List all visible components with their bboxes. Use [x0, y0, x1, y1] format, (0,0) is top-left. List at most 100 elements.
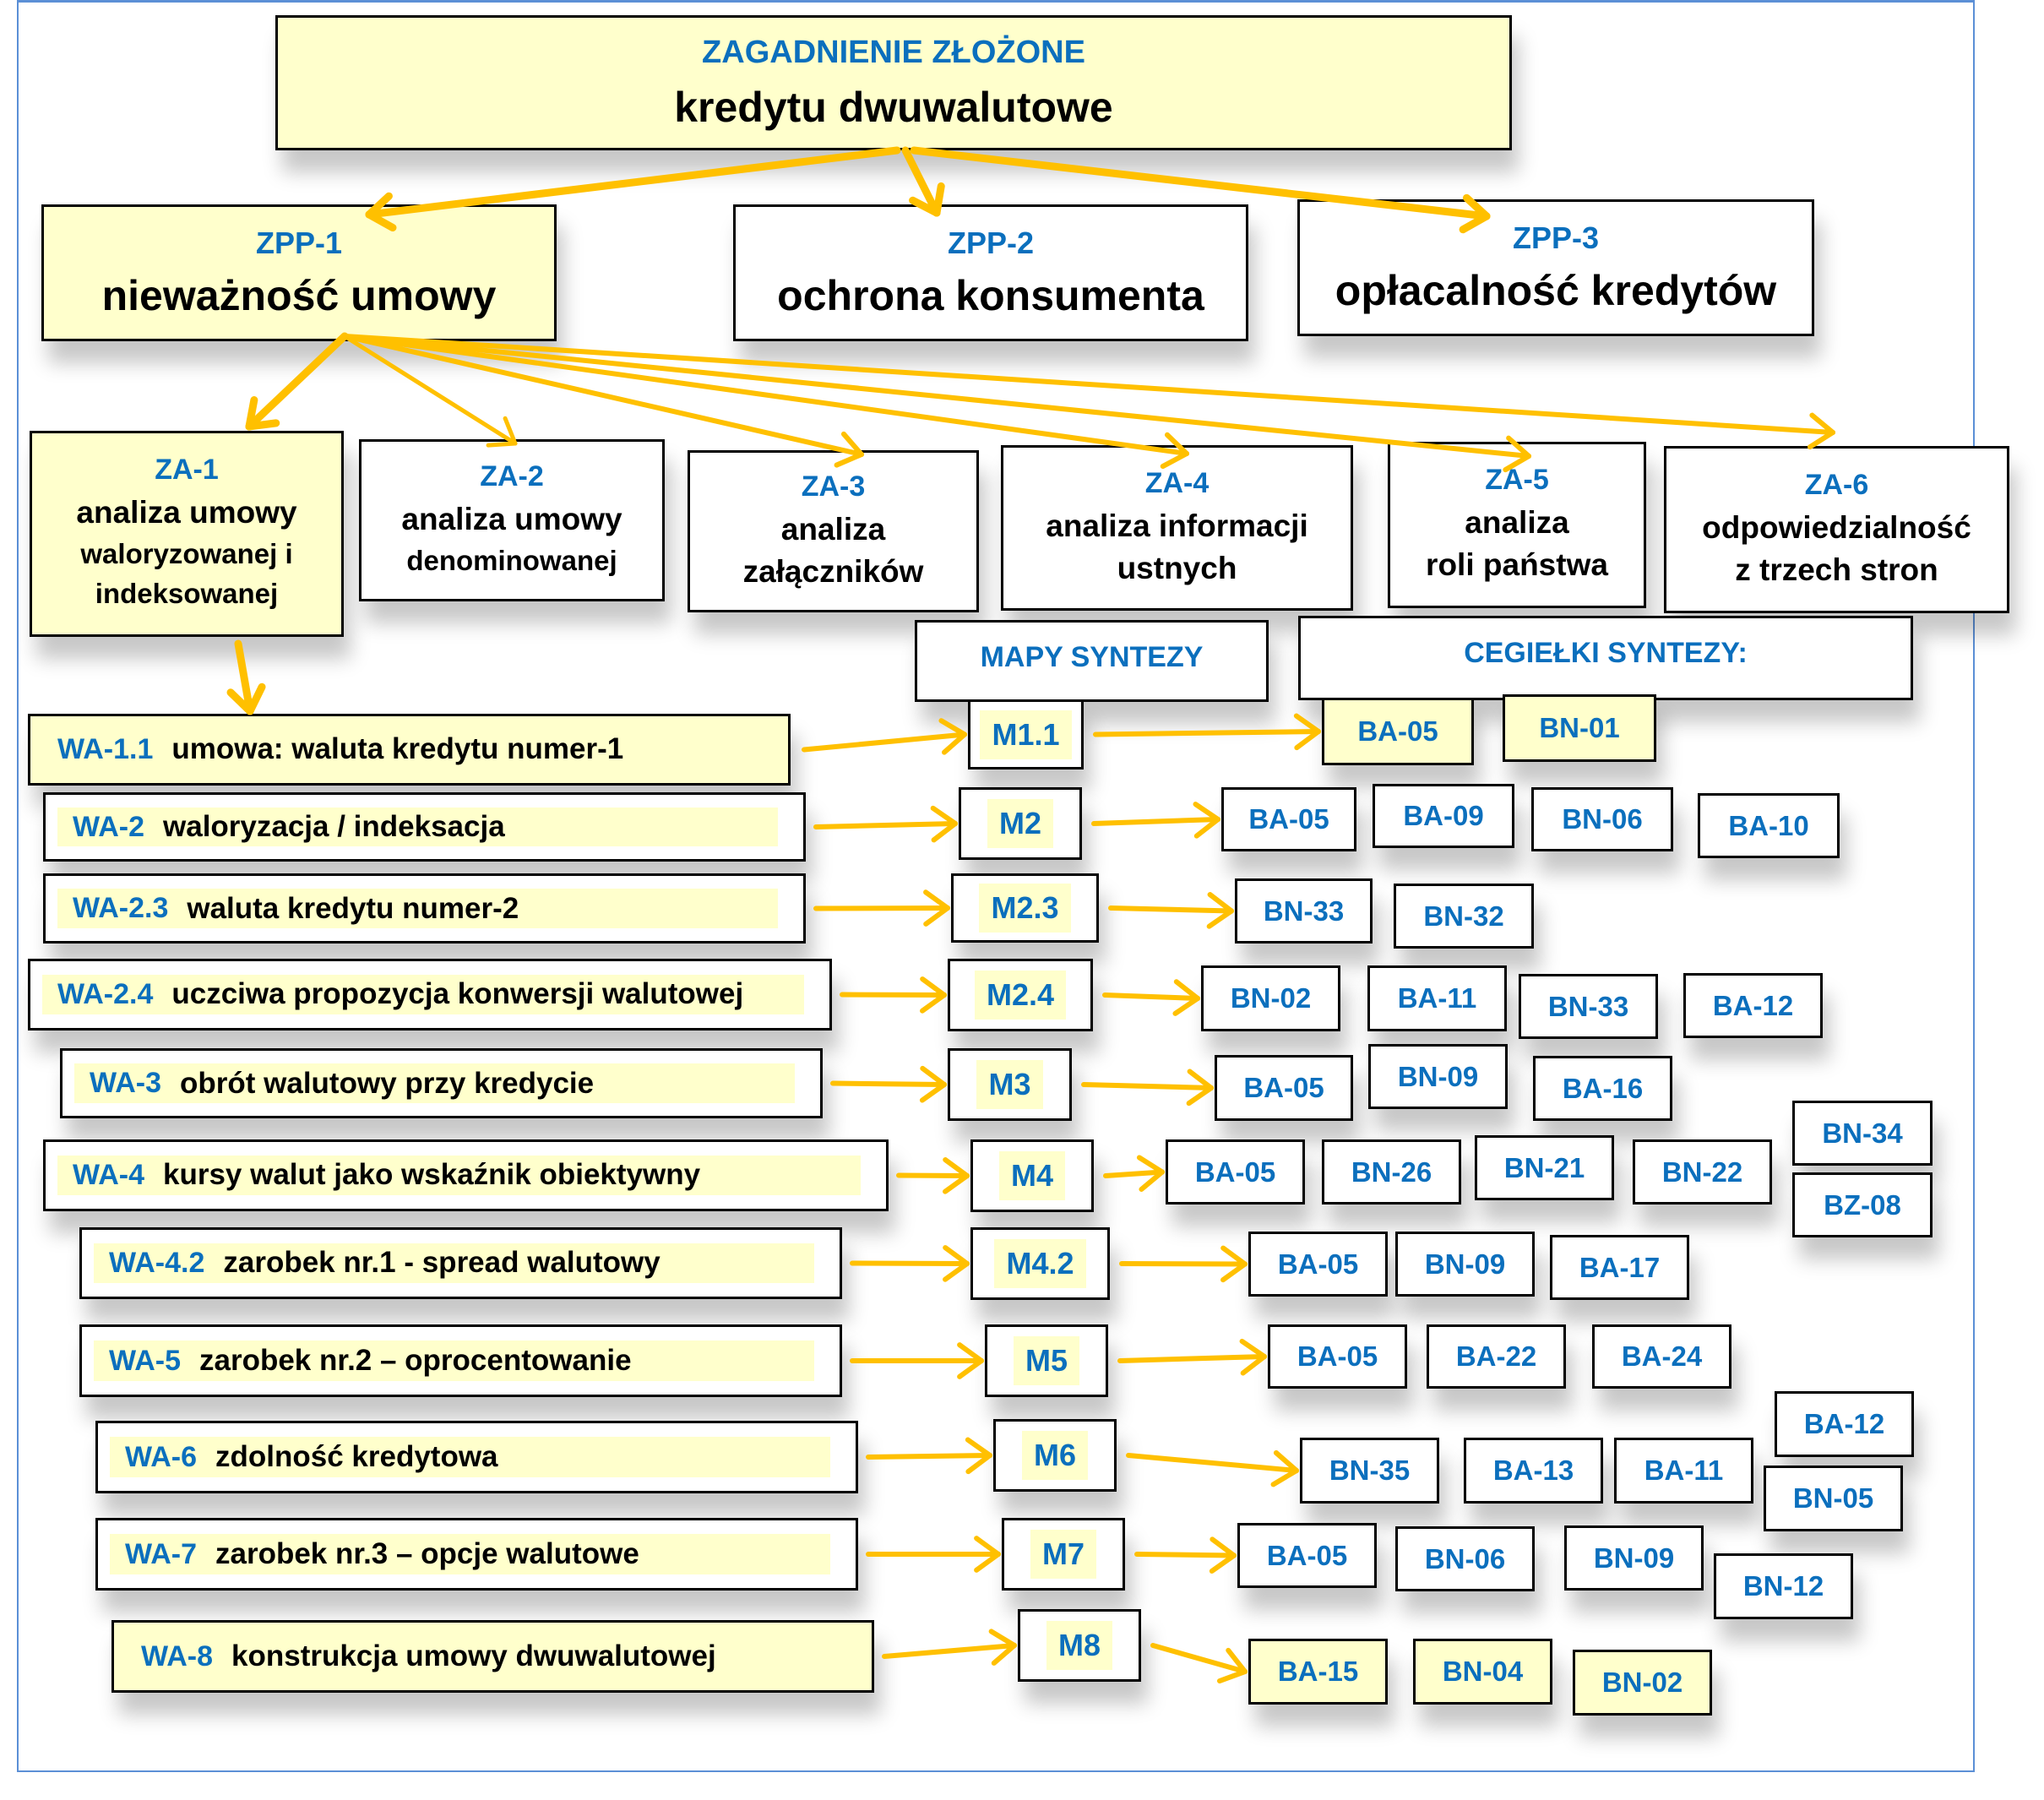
map-node[interactable]: M1.1	[968, 699, 1084, 769]
map-node[interactable]: M4	[970, 1139, 1094, 1212]
map-node[interactable]: M5	[985, 1324, 1108, 1397]
maps-header-label: MAPY SYNTEZY	[980, 641, 1204, 673]
brick-node[interactable]: BN-35	[1300, 1438, 1439, 1504]
brick-code: BN-33	[1263, 895, 1345, 927]
brick-node[interactable]: BN-06	[1531, 787, 1673, 851]
za-node-6[interactable]: ZA-6 odpowiedzialność z trzech stron	[1664, 446, 2009, 613]
brick-node[interactable]: BA-11	[1367, 965, 1507, 1031]
za-node-2[interactable]: ZA-2 analiza umowy denominowanej	[359, 439, 665, 601]
brick-code: BA-05	[1297, 1340, 1378, 1372]
zpp-node-3[interactable]: ZPP-3 opłacalność kredytów	[1297, 199, 1814, 336]
brick-node[interactable]: BA-05	[1268, 1324, 1407, 1389]
map-node[interactable]: M8	[1018, 1609, 1141, 1682]
brick-node[interactable]: BZ-08	[1792, 1172, 1933, 1237]
brick-node[interactable]: BA-05	[1215, 1055, 1353, 1121]
brick-node[interactable]: BN-06	[1395, 1526, 1535, 1591]
wa-code: WA-4	[73, 1158, 144, 1191]
za-node-4[interactable]: ZA-4 analiza informacji ustnych	[1001, 445, 1353, 611]
wa-code: WA-2.4	[57, 977, 154, 1010]
brick-node[interactable]: BN-34	[1792, 1101, 1933, 1166]
wa-node[interactable]: WA-4 kursy walut jako wskaźnik obiektywny	[43, 1139, 889, 1211]
brick-code: BA-12	[1803, 1408, 1885, 1439]
brick-node[interactable]: BN-21	[1475, 1135, 1614, 1200]
brick-node[interactable]: BA-22	[1427, 1324, 1566, 1389]
map-node[interactable]: M7	[1002, 1518, 1125, 1591]
brick-node[interactable]: BN-32	[1394, 884, 1534, 949]
brick-node[interactable]: BN-12	[1714, 1553, 1853, 1619]
brick-node[interactable]: BA-15	[1248, 1639, 1388, 1705]
brick-node[interactable]: BN-05	[1764, 1466, 1903, 1531]
brick-node[interactable]: BA-05	[1237, 1523, 1377, 1588]
wa-code: WA-5	[109, 1344, 181, 1377]
za-node-3[interactable]: ZA-3 analiza załączników	[688, 450, 979, 612]
wa-code: WA-7	[125, 1537, 197, 1570]
brick-node[interactable]: BA-05	[1322, 698, 1474, 765]
map-node[interactable]: M2	[959, 787, 1082, 860]
wa-title: konstrukcja umowy dwuwalutowej	[231, 1640, 716, 1672]
map-code: M6	[1033, 1438, 1076, 1472]
brick-node[interactable]: BN-09	[1564, 1525, 1704, 1591]
map-node[interactable]: M6	[993, 1419, 1117, 1492]
brick-node[interactable]: BA-10	[1698, 793, 1840, 858]
brick-node[interactable]: BA-24	[1592, 1324, 1731, 1389]
zpp-node-2[interactable]: ZPP-2 ochrona konsumenta	[733, 204, 1248, 341]
root-title: kredytu dwuwalutowe	[674, 83, 1113, 131]
brick-code: BN-02	[1601, 1667, 1683, 1698]
brick-node[interactable]: BN-02	[1573, 1650, 1712, 1716]
brick-node[interactable]: BN-09	[1395, 1232, 1535, 1297]
map-node[interactable]: M2.4	[948, 959, 1093, 1031]
brick-node[interactable]: BA-05	[1221, 787, 1356, 851]
map-code: M2.4	[986, 977, 1055, 1012]
brick-code: BA-11	[1644, 1455, 1724, 1486]
brick-code: BA-22	[1455, 1340, 1537, 1372]
za-node-1[interactable]: ZA-1 analiza umowy waloryzowanej i indek…	[30, 431, 344, 637]
wa-code: WA-3	[90, 1067, 161, 1099]
map-node[interactable]: M4.2	[970, 1227, 1110, 1300]
za-node-5[interactable]: ZA-5 analiza roli państwa	[1388, 442, 1646, 608]
brick-node[interactable]: BN-33	[1235, 878, 1373, 944]
wa-title: kursy walut jako wskaźnik obiektywny	[163, 1158, 701, 1192]
wa-label: WA-4 kursy walut jako wskaźnik obiektywny	[57, 1155, 861, 1196]
brick-node[interactable]: BA-13	[1464, 1438, 1603, 1504]
zpp-node-1[interactable]: ZPP-1 nieważność umowy	[41, 204, 557, 341]
brick-node[interactable]: BA-11	[1614, 1438, 1753, 1504]
brick-node[interactable]: BA-09	[1373, 784, 1514, 848]
brick-node[interactable]: BA-05	[1166, 1139, 1305, 1205]
brick-node[interactable]: BN-02	[1201, 965, 1340, 1031]
map-label: M2.4	[974, 971, 1067, 1020]
wa-code: WA-2	[73, 810, 144, 843]
brick-node[interactable]: BN-09	[1368, 1044, 1508, 1109]
brick-node[interactable]: BA-17	[1550, 1235, 1689, 1300]
zpp-title: nieważność umowy	[101, 272, 497, 319]
root-label: ZAGADNIENIE ZŁOŻONE	[702, 34, 1085, 70]
brick-node[interactable]: BA-12	[1775, 1391, 1914, 1457]
brick-code: BN-35	[1329, 1455, 1411, 1486]
brick-node[interactable]: BN-04	[1413, 1639, 1552, 1705]
map-label: M4.2	[994, 1239, 1086, 1288]
brick-node[interactable]: BN-22	[1633, 1139, 1772, 1205]
map-node[interactable]: M3	[948, 1048, 1072, 1121]
za-title-line: analiza	[780, 511, 886, 547]
root-node[interactable]: ZAGADNIENIE ZŁOŻONE kredytu dwuwalutowe	[275, 15, 1512, 150]
brick-node[interactable]: BA-16	[1533, 1056, 1672, 1121]
map-node[interactable]: M2.3	[951, 873, 1099, 943]
brick-node[interactable]: BN-01	[1503, 694, 1656, 762]
brick-node[interactable]: BN-33	[1519, 974, 1658, 1039]
wa-code: WA-2.3	[73, 892, 169, 924]
brick-node[interactable]: BN-26	[1322, 1139, 1461, 1205]
brick-code: BA-05	[1357, 715, 1438, 747]
brick-node[interactable]: BA-12	[1683, 973, 1823, 1038]
brick-node[interactable]: BA-05	[1248, 1232, 1388, 1297]
